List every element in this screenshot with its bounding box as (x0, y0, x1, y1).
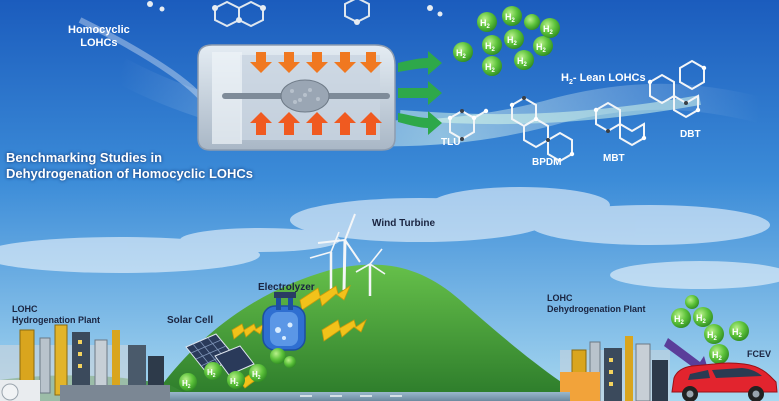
h2-molecule-icon: H2 (704, 324, 724, 344)
h2-molecule-icon: H2 (514, 50, 534, 70)
svg-text:H2: H2 (485, 62, 496, 74)
h2-molecule-icon: H2 (477, 12, 497, 32)
h2-molecule-icon: H2 (504, 29, 524, 49)
h2-molecule-icon: H2 (693, 307, 713, 327)
mbt-label: MBT (603, 153, 625, 164)
molecule-atoms (447, 65, 707, 157)
title-line-1: Benchmarking Studies in (6, 150, 163, 165)
svg-text:H2: H2 (230, 377, 239, 388)
h2-molecule-icon (270, 348, 286, 364)
h2-molecule-icon: H2 (482, 56, 502, 76)
heat-arrows-bottom (250, 112, 382, 135)
molecule-carbon-atoms (460, 96, 688, 142)
svg-text:H2: H2 (543, 24, 554, 36)
svg-text:H2: H2 (507, 35, 518, 47)
h2-molecule-icon: H2 (204, 362, 222, 380)
h2-lean-lohcs-label: H2- Lean LOHCs (561, 72, 646, 87)
top-molecule-icons (147, 0, 443, 28)
svg-text:H2: H2 (252, 370, 261, 381)
output-arrows (398, 51, 442, 135)
svg-text:H2: H2 (536, 42, 547, 54)
car-icon (671, 362, 778, 401)
h2-symbol: H (561, 72, 569, 84)
heat-arrows-top (250, 52, 382, 73)
h2-molecule-icon: H2 (671, 308, 691, 328)
h2-molecule-icon: H2 (709, 344, 729, 364)
dehydrogenation-plant-label-2: Dehydrogenation Plant (547, 304, 646, 314)
h2-bubble-cluster-bottom: H2 H2 H2 H2 (179, 348, 296, 391)
svg-text:H2: H2 (712, 350, 723, 362)
svg-text:H2: H2 (480, 18, 491, 30)
h2-molecule-icon: H2 (179, 373, 197, 391)
electrolyzer-icon (262, 292, 306, 351)
svg-text:H2: H2 (674, 314, 685, 326)
svg-text:H2: H2 (696, 313, 707, 325)
h2-molecule-icon (524, 14, 540, 30)
h2-molecule-icon (284, 356, 296, 368)
svg-text:H2: H2 (207, 368, 216, 379)
svg-text:H2: H2 (485, 41, 496, 53)
hydrogenation-plant-label-2: Hydrogenation Plant (12, 315, 101, 325)
svg-text:H2: H2 (182, 379, 191, 390)
h2-molecule-icon: H2 (540, 18, 560, 38)
solar-cell-label: Solar Cell (167, 315, 214, 326)
factory-icon (0, 324, 170, 401)
svg-text:H2: H2 (456, 48, 467, 60)
dehydrogenation-plant-label-1: LOHC (547, 293, 573, 303)
homocyclic-lohcs-label: Homocyclic LOHCs (68, 24, 130, 49)
reactor-icon (197, 44, 396, 151)
h2-bubble-cluster-right: H2 H2 H2 H2 H2 (671, 295, 749, 364)
title-line-2: Dehydrogenation of Homocyclic LOHCs (6, 166, 254, 181)
h2-molecule-icon: H2 (453, 42, 473, 62)
h2-molecule-icon: H2 (249, 364, 267, 382)
h2-molecule-icon: H2 (729, 321, 749, 341)
fcev-label: FCEV (747, 349, 772, 359)
h2-molecule-icon: H2 (533, 36, 553, 56)
h2-molecule-icon: H2 (482, 35, 502, 55)
wind-turbine-label: Wind Turbine (372, 218, 436, 229)
wind-turbine-icon (309, 213, 386, 296)
svg-text:H2: H2 (707, 330, 718, 342)
lean-lohcs-text: - Lean LOHCs (572, 72, 646, 84)
h2-bubble-cluster-top: H2 H2 H2 H2 H2 H2 H2 H2 H2 (453, 6, 560, 76)
h2-molecule-icon: H2 (227, 371, 245, 389)
svg-text:H2: H2 (505, 12, 516, 24)
solar-panel-icon (185, 333, 255, 376)
tlu-label: TLU (441, 137, 461, 148)
svg-text:H2: H2 (517, 56, 528, 68)
bpdm-label: BPDM (532, 157, 562, 168)
dbt-label: DBT (680, 129, 701, 140)
svg-text:H2: H2 (732, 327, 743, 339)
clouds (0, 187, 779, 289)
factory-icon (560, 336, 670, 401)
hydrogenation-plant-label-1: LOHC (12, 304, 38, 314)
electrolyzer-label: Electrolyzer (258, 282, 315, 293)
h2-subscript: 2 (568, 79, 573, 87)
h2-molecule-icon (685, 295, 699, 309)
h2-molecule-icon: H2 (502, 6, 522, 26)
